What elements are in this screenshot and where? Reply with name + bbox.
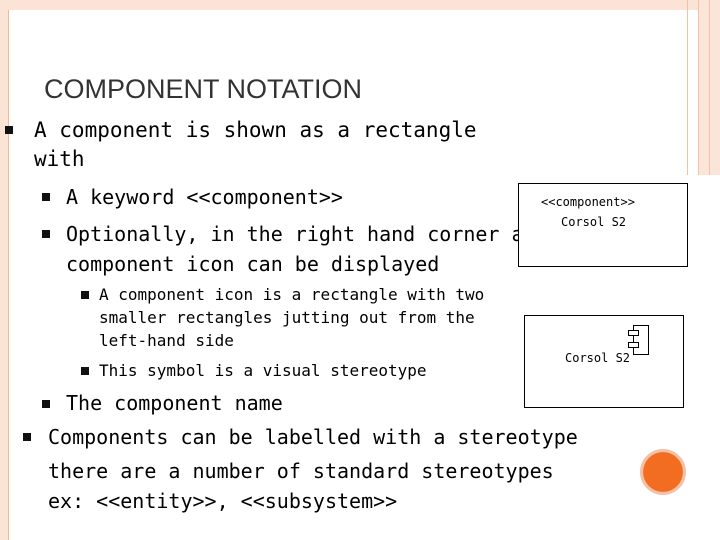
component-name-label: Corsol S2 [565,351,631,365]
bullet-marker [23,433,31,441]
uml-component-stereotype-box: <<component>> Corsol S2 [518,183,688,267]
bullet1-text-line2: with [34,147,85,171]
decorative-line-2 [698,0,699,175]
uml-component-icon-box: Corsol S2 [524,315,684,408]
component-icon [628,325,652,355]
decorative-line-1 [687,0,688,175]
frame-top-band [0,0,720,10]
component-stereotype-label: <<component>> [541,195,635,209]
bullet2-text-line3: ex: <<entity>>, <<subsystem>> [48,489,398,513]
decorative-line-3 [709,0,710,175]
sub-bullet-optional-line1: Optionally, in the right hand corner a [66,222,524,246]
bullet1-text-line1: A component is shown as a rectangle [34,118,477,142]
slide-title: COMPONENT NOTATION [44,74,363,104]
frame-left-line [8,10,9,540]
subsub-bullet-icon-line2: smaller rectangles jutting out from the [99,308,475,327]
sub-bullet-optional-line2: component icon can be displayed [66,252,440,276]
sub-bullet-keyword: A keyword <<component>> [66,185,343,209]
decorative-circle [643,452,683,492]
subsub-bullet-stereotype: This symbol is a visual stereotype [99,361,427,380]
component-name-label: Corsol S2 [561,215,627,229]
frame-left-band [0,10,8,540]
bullet-marker [42,193,50,201]
subsub-bullet-icon-line3: left-hand side [99,331,234,350]
bullet2-text-line2: there are a number of standard stereotyp… [48,459,554,483]
bullet-marker [5,126,13,134]
subsub-bullet-icon-line1: A component icon is a rectangle with two [99,285,485,304]
bullet-marker [42,230,50,238]
bullet-marker [81,367,89,375]
bullet-marker [81,291,89,299]
sub-bullet-name: The component name [66,391,283,415]
bullet-marker [42,400,50,408]
bullet2-text-line1: Components can be labelled with a stereo… [48,425,578,449]
